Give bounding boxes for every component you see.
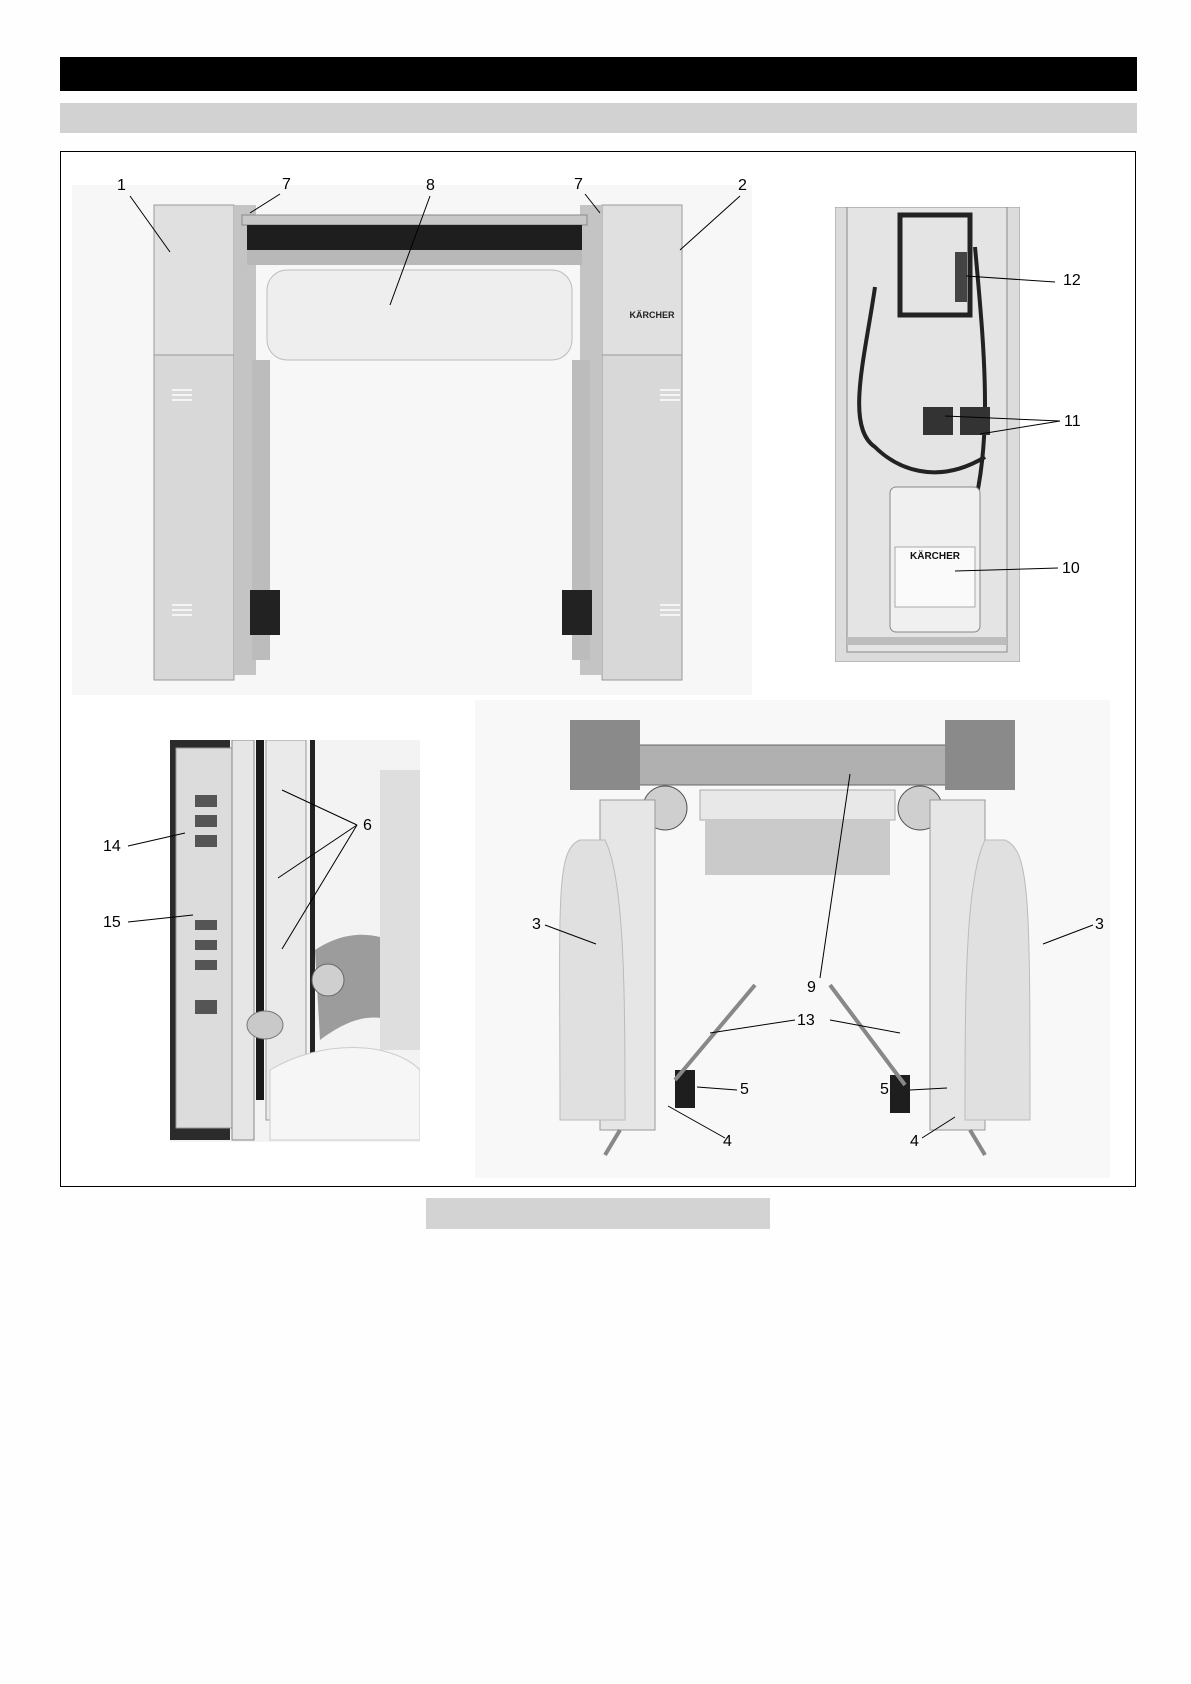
karcher-logo: KÄRCHER (630, 310, 676, 320)
callout-label-11: 11 (1064, 414, 1081, 430)
callout-label-1: 1 (117, 178, 126, 194)
callout-label-3-left: 3 (532, 917, 541, 933)
callout-label-5-left: 5 (740, 1082, 749, 1098)
callout-label-10: 10 (1062, 561, 1080, 577)
callout-label-7-right: 7 (574, 177, 583, 193)
callout-label-3-right: 3 (1095, 917, 1104, 933)
photo-front-view: KÄRCHER (72, 185, 752, 695)
callout-label-4-left: 4 (723, 1134, 732, 1150)
callout-label-9: 9 (807, 980, 816, 996)
callout-label-14: 14 (103, 839, 121, 855)
callout-label-2: 2 (738, 178, 747, 194)
callout-label-8: 8 (426, 178, 435, 194)
callout-label-13: 13 (797, 1013, 815, 1029)
photo-underside-view (475, 700, 1110, 1178)
roof-brush-bottom (705, 820, 890, 875)
callout-label-4-right: 4 (910, 1134, 919, 1150)
callout-label-12: 12 (1063, 273, 1081, 289)
photo-chemical-cabinet: KÄRCHER (835, 207, 1020, 662)
section-header-bar (60, 57, 1137, 91)
section-subheader-bar (60, 103, 1137, 133)
callout-label-5-right: 5 (880, 1082, 889, 1098)
roof-brush (267, 270, 572, 360)
callout-label-7-left: 7 (282, 177, 291, 193)
photo-control-cabinet (170, 740, 420, 1142)
figure-caption-bar (426, 1198, 770, 1229)
karcher-label: KÄRCHER (910, 549, 961, 562)
callout-label-6: 6 (363, 818, 372, 834)
callout-label-15: 15 (103, 915, 121, 931)
